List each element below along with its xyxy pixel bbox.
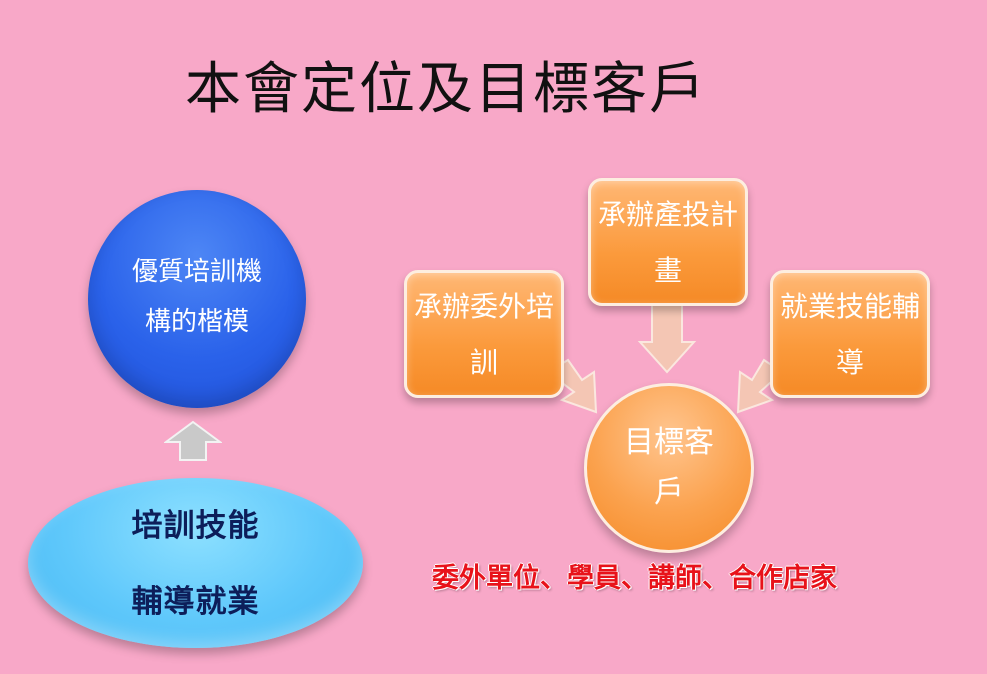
page-title: 本會定位及目標客戶	[185, 57, 707, 122]
model-circle: 優質培訓機構的楷模	[88, 190, 306, 408]
box-outsourced-training: 承辦委外培訓	[404, 270, 564, 398]
target-customer-text: 目標客戶	[624, 425, 714, 510]
customer-list-caption: 委外單位、學員、講師、合作店家	[432, 563, 837, 594]
box-employment-guidance: 就業技能輔導	[770, 270, 930, 398]
skills-ellipse: 培訓技能 輔導就業	[28, 478, 363, 648]
target-customer-circle: 目標客戶	[584, 383, 754, 553]
ellipse-line-1: 培訓技能	[131, 508, 260, 544]
box-industry-program: 承辦產投計畫	[588, 178, 748, 306]
arrow-up-icon	[164, 420, 222, 461]
arrow-down-icon	[637, 299, 697, 374]
model-circle-text: 優質培訓機構的楷模	[131, 257, 262, 337]
ellipse-line-2: 輔導就業	[131, 584, 260, 620]
